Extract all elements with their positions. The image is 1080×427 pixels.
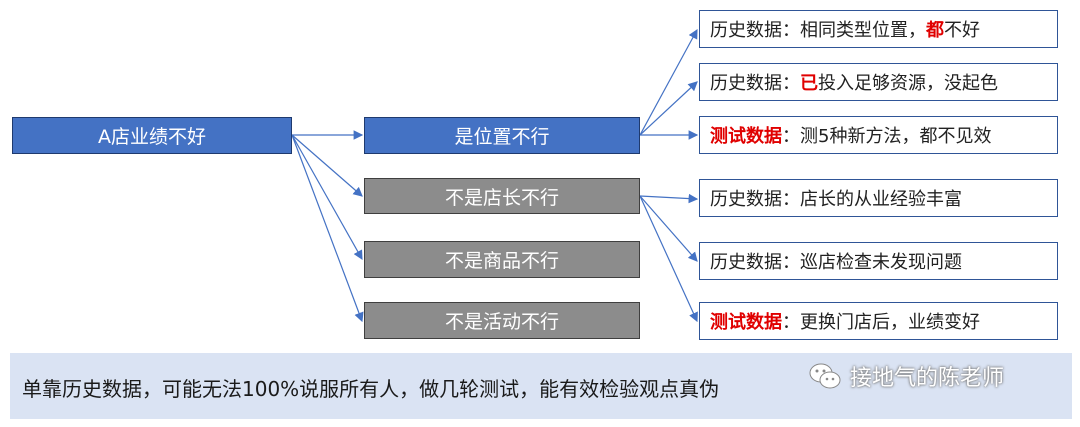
branch-node-2: 不是店长不行 [364, 178, 640, 214]
root-node: A店业绩不好 [12, 117, 292, 154]
leaf-node-1: 历史数据：相同类型位置，都不好 [699, 10, 1058, 48]
leaf-prefix: 测试数据 [710, 126, 782, 147]
leaf-prefix: 历史数据 [710, 189, 782, 210]
leaf-node-3: 测试数据：测5种新方法，都不见效 [699, 116, 1058, 154]
leaf-emphasis: 都 [926, 20, 944, 41]
branch-label: 是位置不行 [454, 126, 550, 148]
leaf-prefix: 历史数据 [710, 73, 782, 94]
branch-label: 不是商品不行 [444, 250, 559, 272]
conclusion-banner: 单靠历史数据，可能无法100%说服所有人，做几轮测试，能有效检验观点真伪 [10, 353, 1072, 419]
leaf-node-2: 历史数据：已投入足够资源，没起色 [699, 63, 1058, 101]
branch-label: 不是活动不行 [444, 311, 559, 333]
wechat-icon [809, 363, 841, 389]
watermark: 接地气的陈老师 [808, 360, 1004, 392]
leaf-emphasis: 已 [800, 73, 818, 94]
edge-b2-l5 [639, 195, 698, 262]
edge-b2-l4 [639, 193, 699, 204]
root-label: A店业绩不好 [98, 126, 206, 148]
edge-b1-l2 [639, 81, 698, 136]
edge-root-b3 [291, 134, 363, 261]
branch-node-3: 不是商品不行 [364, 241, 640, 278]
edge-root-b2 [291, 134, 363, 197]
leaf-prefix: 测试数据 [710, 312, 782, 333]
branch-node-4: 不是活动不行 [364, 302, 640, 339]
leaf-node-4: 历史数据：店长的从业经验丰富 [699, 179, 1058, 217]
watermark-text: 接地气的陈老师 [850, 366, 1005, 391]
leaf-prefix: 历史数据 [710, 20, 782, 41]
leaf-node-5: 历史数据：巡店检查未发现问题 [699, 242, 1058, 280]
connector-lines [291, 28, 699, 323]
edge-b1-l1 [639, 28, 698, 136]
branch-label: 不是店长不行 [444, 186, 559, 209]
conclusion-text: 单靠历史数据，可能无法100%说服所有人，做几轮测试，能有效检验观点真伪 [22, 377, 720, 401]
branch-node-1: 是位置不行 [364, 117, 640, 154]
leaf-prefix: 历史数据 [710, 252, 782, 273]
leaf-node-6: 测试数据：更换门店后，业绩变好 [699, 302, 1058, 340]
edge-b2-l6 [639, 195, 698, 323]
edge-root-b4 [291, 134, 364, 323]
